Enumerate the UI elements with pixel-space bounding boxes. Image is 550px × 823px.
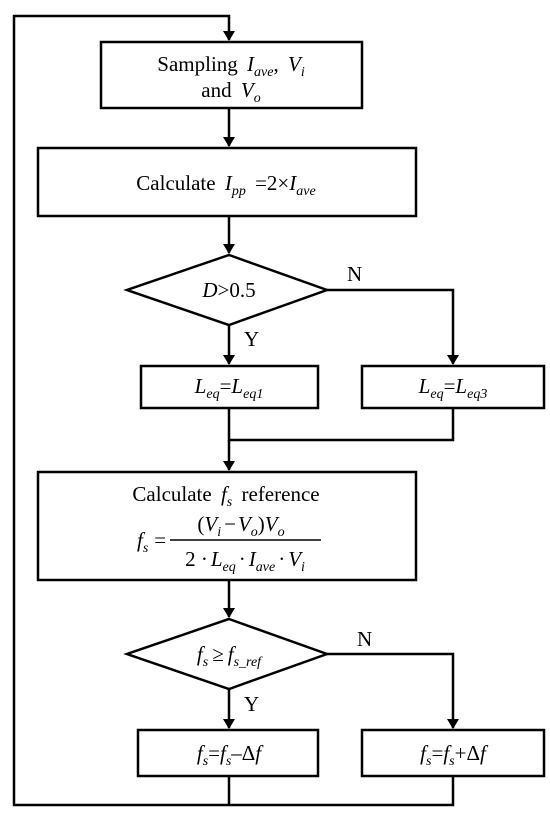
decision-d-text: D>0.5	[201, 278, 255, 302]
label-yes-1: Y	[244, 327, 259, 351]
loop-back-connector	[12, 14, 455, 807]
label-yes-2: Y	[244, 692, 259, 716]
calc-fs-numerator: (Vi−Vo)Vo	[197, 512, 284, 540]
sampling-text-line2: and Vo	[201, 78, 260, 106]
calc-ipp-box	[36, 146, 418, 218]
arrow-decision-d-no	[327, 288, 459, 365]
fs-plus-text: fs=fs+Δf	[420, 741, 489, 769]
leq1-text: Leq=Leq1	[194, 374, 264, 402]
fs-minus-box	[136, 728, 320, 778]
leq3-text: Leq=Leq3	[418, 374, 488, 402]
calc-fs-title: Calculate fs reference	[132, 482, 319, 511]
merge-leq-connector	[227, 408, 455, 442]
calc-fs-lhs: fs=	[137, 528, 166, 556]
calc-fs-denominator: 2 ·Leq·Iave·Vi	[185, 547, 305, 575]
calc-fs-box	[36, 470, 418, 582]
arrow-decision-fs-no	[327, 652, 459, 729]
label-no-1: N	[347, 262, 362, 286]
calc-ipp-text: Calculate Ipp =2×Iave	[136, 171, 315, 200]
label-no-2: N	[357, 627, 372, 651]
fs-plus-box	[360, 728, 546, 778]
decision-fs-text: fs≥fs_ref	[197, 642, 263, 670]
sampling-text-line1: Sampling Iave, Vi	[157, 52, 305, 80]
fs-minus-text: fs=fs–Δf	[197, 741, 264, 769]
